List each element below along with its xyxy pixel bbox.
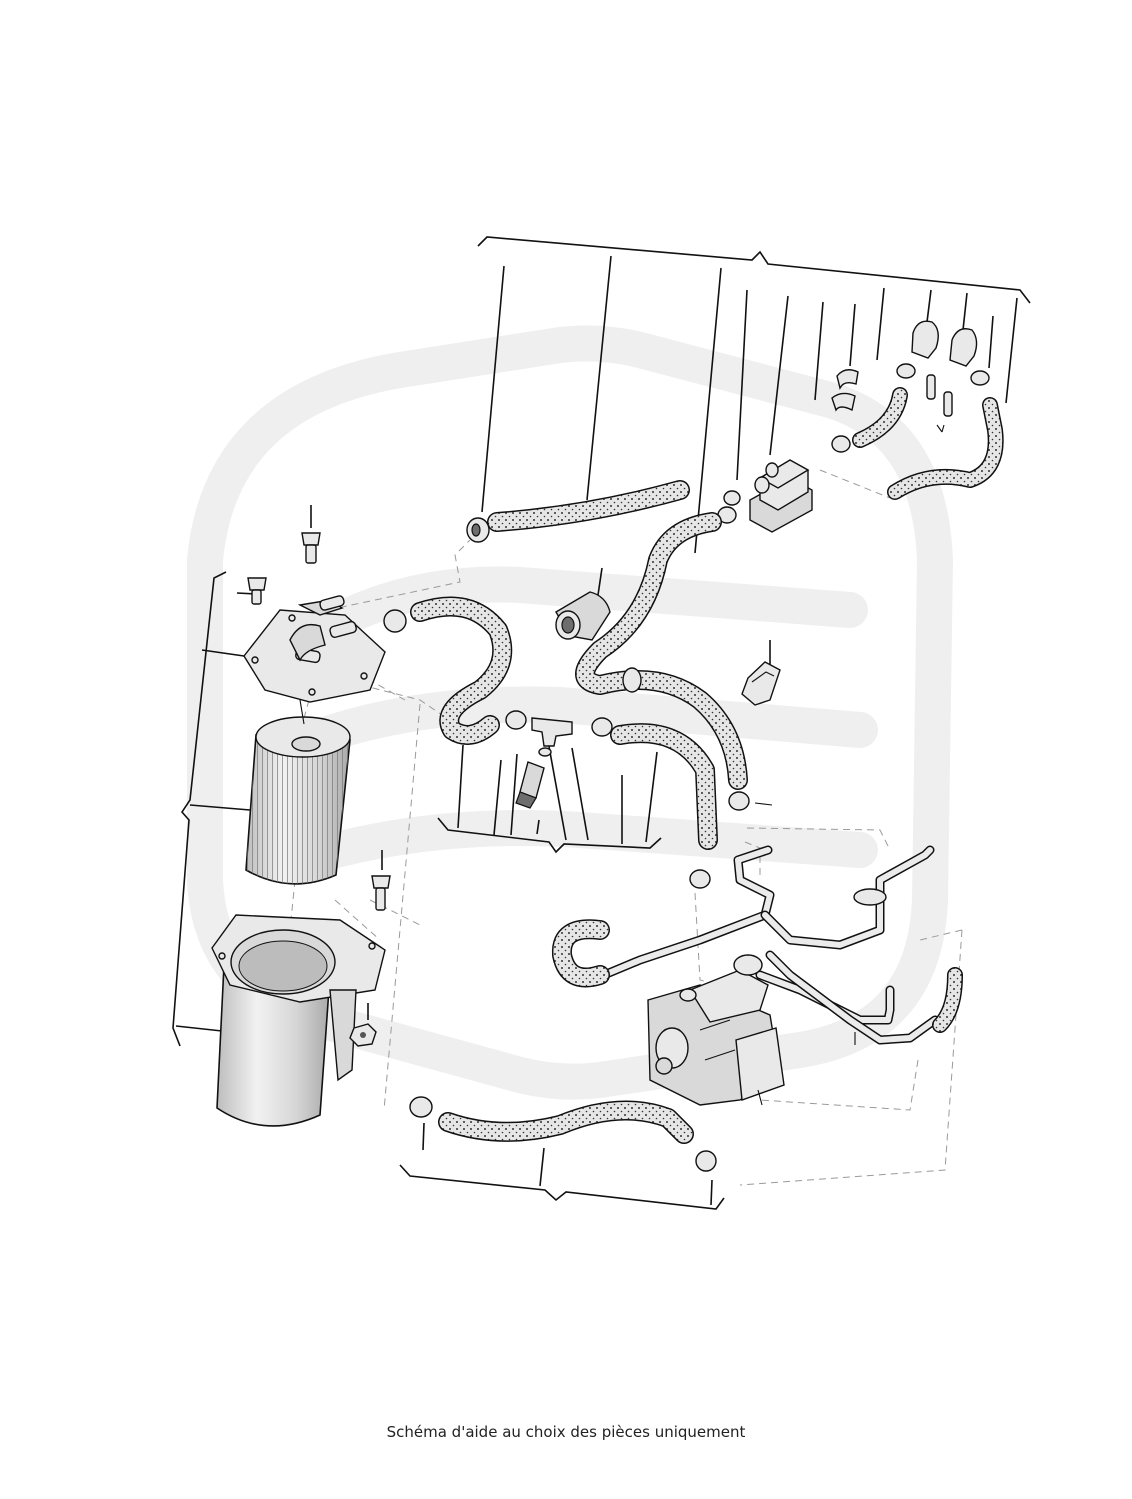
rigid-fuel-pipes bbox=[599, 845, 940, 1045]
upper-fuel-hose bbox=[466, 480, 690, 543]
fuel-valve-block bbox=[717, 459, 813, 533]
middle-group-bracket bbox=[437, 740, 662, 854]
bottom-group-bracket bbox=[399, 1122, 725, 1210]
bottom-fuel-hose bbox=[409, 1096, 717, 1172]
high-pressure-pump bbox=[647, 954, 785, 1106]
filter-outlet-hose bbox=[383, 596, 513, 745]
pump-outlet-hose bbox=[932, 967, 963, 1033]
return-hose-assembly bbox=[831, 320, 1004, 500]
pump-inlet-hose bbox=[551, 919, 610, 988]
filter-head-cover bbox=[243, 505, 386, 703]
fuel-filter-housing bbox=[211, 850, 391, 1127]
middle-fuel-hose bbox=[575, 512, 773, 889]
diagram-caption: Schéma d'aide au choix des pièces unique… bbox=[386, 1423, 746, 1441]
top-group-bracket bbox=[477, 236, 1031, 554]
tee-fitting-with-sensor bbox=[505, 710, 718, 850]
fuel-filter-element bbox=[245, 699, 351, 885]
connector-plug bbox=[555, 567, 611, 641]
mounting-clip bbox=[741, 640, 781, 706]
